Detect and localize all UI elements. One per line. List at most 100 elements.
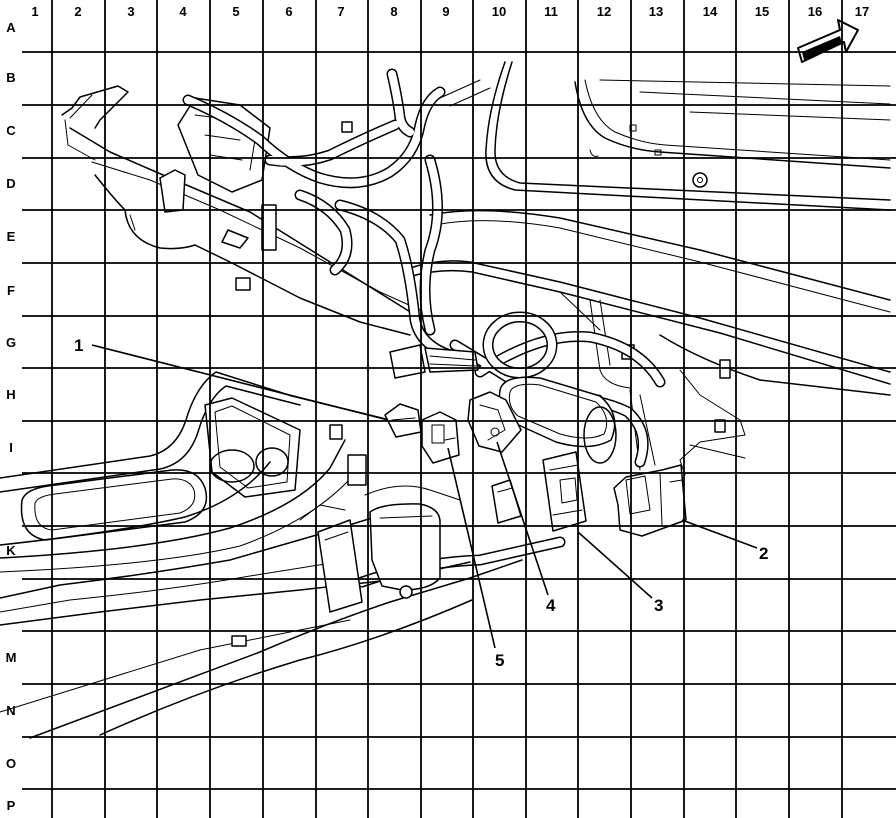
retainer-clip xyxy=(714,419,726,433)
grid-row-label: B xyxy=(6,70,15,85)
upper-body-panel-stroke xyxy=(697,177,703,183)
console-bracket-and-duct-stroke xyxy=(364,485,461,501)
callout-5-leader xyxy=(447,447,496,649)
callout-3: 3 xyxy=(654,596,663,615)
component-2-module-stroke xyxy=(613,464,687,537)
upper-body-panel-stroke xyxy=(584,79,891,161)
upper-body-panel-stroke xyxy=(494,61,891,201)
grid-column-label: 7 xyxy=(337,4,344,19)
retainer-clip xyxy=(235,277,251,291)
grid-column-label: 6 xyxy=(285,4,292,19)
console-connector xyxy=(329,424,343,440)
instrument-panel-lower-edge-stroke xyxy=(599,299,611,366)
component-1-connector-stroke xyxy=(391,417,416,421)
instrument-panel-lower-edge-stroke xyxy=(679,369,746,476)
instrument-panel-lower-edge-stroke xyxy=(659,334,891,396)
grid-row-label: M xyxy=(6,650,17,665)
grid-row-label: E xyxy=(7,229,16,244)
grid-column-label: 14 xyxy=(703,4,718,19)
grid-row-label: P xyxy=(7,798,16,813)
instrument-panel-lower-edge-stroke xyxy=(429,209,891,301)
center-console-stroke xyxy=(0,371,391,479)
cupholder xyxy=(255,447,289,477)
orientation-arrow-icon-stroke xyxy=(802,36,842,60)
wiring-harness-stroke xyxy=(484,313,556,377)
grid-column-label: 12 xyxy=(597,4,611,19)
grid-row-label: C xyxy=(6,123,16,138)
component-4-module-stroke xyxy=(479,404,506,441)
wiring-harness xyxy=(188,74,660,582)
upper-body-panel-stroke xyxy=(485,61,891,211)
instrument-panel-carrier-stroke xyxy=(91,161,421,311)
instrument-panel-lower-edge-stroke xyxy=(409,260,891,373)
center-console-stroke xyxy=(299,504,346,521)
retainer-clip xyxy=(719,359,731,379)
component-2-module xyxy=(613,464,687,537)
component-5-module xyxy=(421,411,460,464)
relay-bracket xyxy=(177,97,271,193)
component-2-module-stroke xyxy=(669,479,683,483)
retainer-clip xyxy=(341,121,353,133)
component-3-module-stroke xyxy=(549,464,579,471)
grid-row-label: O xyxy=(6,756,16,771)
grid-column-label: 3 xyxy=(127,4,134,19)
center-console-stroke xyxy=(29,559,523,739)
grid-column-label: 5 xyxy=(232,4,239,19)
upper-body-panel-stroke xyxy=(689,111,891,121)
instrument-panel-carrier-stroke xyxy=(61,85,129,129)
callout-4-leader xyxy=(496,441,549,596)
center-console-stroke xyxy=(0,469,359,573)
component-5-module-stroke xyxy=(444,437,456,441)
component-4-module xyxy=(467,391,522,453)
grid-column-label: 15 xyxy=(755,4,769,19)
center-console-stroke xyxy=(99,599,473,736)
component-5-module-stroke xyxy=(421,411,460,464)
console-connector xyxy=(347,454,367,486)
component-4-module-stroke xyxy=(490,427,500,437)
callout-1-leader xyxy=(91,344,389,421)
grid-row-label: H xyxy=(6,387,15,402)
center-console-stroke xyxy=(214,405,291,489)
upper-body-panel-stroke xyxy=(449,87,491,107)
upper-body-panel-stroke xyxy=(629,124,637,132)
component-4-module-stroke xyxy=(467,391,522,453)
component-3-module-stroke xyxy=(559,477,578,504)
callouts: 1 2 3 4 5 xyxy=(74,336,768,670)
component-2-module-stroke xyxy=(659,472,663,526)
instrument-panel-carrier-stroke xyxy=(64,119,96,161)
center-console-stroke xyxy=(0,619,351,713)
grid-row-label: I xyxy=(9,440,13,455)
carrier-connector xyxy=(221,229,249,249)
center-console-stroke xyxy=(0,559,351,613)
instrument-panel-carrier-stroke xyxy=(69,94,93,119)
grid-row-label: N xyxy=(6,703,15,718)
grid-row-label: K xyxy=(6,543,16,558)
instrument-panel-lower-edge-stroke xyxy=(434,220,891,313)
auxiliary-module-stroke xyxy=(497,487,513,493)
center-console-stroke xyxy=(34,478,196,531)
callout-2-leader xyxy=(681,519,758,549)
callout-4: 4 xyxy=(546,596,556,615)
callout-1: 1 xyxy=(74,336,83,355)
upper-body-panel-stroke xyxy=(654,149,662,156)
callout-2: 2 xyxy=(759,544,768,563)
trim-clip xyxy=(231,635,247,647)
upper-body-panel-stroke xyxy=(692,172,708,188)
instrument-panel-carrier xyxy=(61,85,421,336)
grid-column-label: 16 xyxy=(808,4,822,19)
harness-clip xyxy=(399,585,413,599)
upper-body-panel-stroke xyxy=(639,91,891,105)
component-3-module xyxy=(542,451,587,532)
center-console-stroke xyxy=(0,439,346,559)
callout-3-leader xyxy=(577,531,653,599)
center-console-stroke xyxy=(0,517,373,599)
grid-column-label: 1 xyxy=(31,4,38,19)
center-connector-cluster xyxy=(389,344,479,379)
grid-column-label: 2 xyxy=(74,4,81,19)
oval-bezel-stroke xyxy=(583,406,617,464)
callout-5: 5 xyxy=(495,651,504,670)
instrument-panel-lower-edge-stroke xyxy=(639,394,656,466)
console-bracket-and-duct-stroke xyxy=(379,515,433,519)
